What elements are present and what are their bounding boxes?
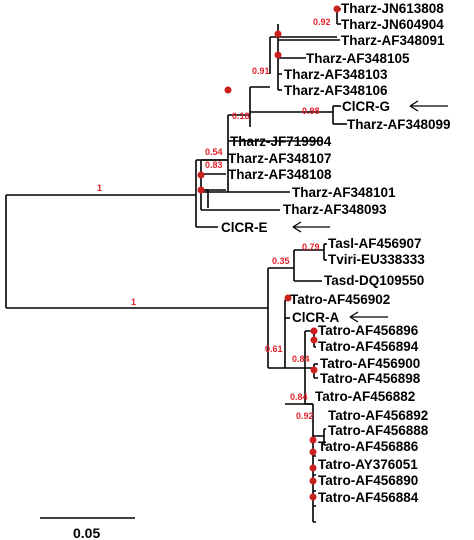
node-dot [310,366,318,374]
branch-subclade-091 [250,37,271,88]
node-dot [309,493,317,501]
node-dot [333,5,341,13]
leaf-label: Tatro-AY376051 [318,457,418,472]
branch-subclade-098 [250,106,334,124]
support-value: 0.92 [313,17,331,27]
support-value: 1 [97,183,102,193]
branch-subclade-061 [268,299,288,369]
branch-leaf-tatro-lower [313,455,316,523]
node-markers [197,5,341,501]
scale-bar-label: 0.05 [73,525,100,540]
leaf-label: Tviri-EU338333 [328,252,425,267]
node-dot [274,30,282,38]
support-value: 0.84 [290,392,308,402]
leaf-label: Tharz-AF348108 [228,167,332,182]
branch-lower-clade [6,268,269,368]
support-value: 0.84 [292,354,310,364]
node-dot [224,86,232,94]
branch-subclade-083 [200,159,228,210]
leaf-label: Tatro-AF456886 [318,439,419,454]
node-dot [310,327,318,335]
leaf-label: Tatro-AF456900 [320,356,420,371]
leaf-label: Tharz-AF348105 [306,51,410,66]
node-dot [197,186,205,194]
support-value: 1 [131,297,136,307]
leaf-label: ClCR-G [342,99,390,114]
leaf-label: Tharz-AF348107 [228,151,332,166]
leaf-label: Tatro-AF456896 [318,323,419,338]
leaf-label: Tatro-AF456884 [318,490,419,505]
node-dot [309,464,317,472]
support-value: 0.18 [232,111,250,121]
branch-subclade-092b [313,428,326,446]
support-value: 0.54 [205,147,223,157]
node-dot [309,436,317,444]
branch-upper-clade [6,160,197,227]
leaf-label: Tatro-AF456902 [290,292,390,307]
leaf-label: Tatro-AF456882 [315,389,415,404]
branch-subclade-018 [228,87,251,127]
node-dot [310,336,318,344]
leaf-label: ClCR-A [292,310,339,325]
clcr-arrows [292,100,448,323]
branch-subclade-079 [294,244,325,260]
leaf-label: Tasl-AF456907 [328,236,422,251]
leaf-label: Tharz-AF348099 [347,117,451,132]
leaf-labels: Tharz-JN613808 Tharz-JN604904 Tharz-AF34… [221,1,451,505]
support-value: 0.91 [252,66,270,76]
node-dot [274,51,282,59]
node-dot [197,171,205,179]
leaf-label: Tatro-AF456894 [318,339,419,354]
leaf-label: Tharz-AF348106 [284,83,388,98]
leaf-label: Tharz-JN613808 [341,1,444,16]
support-value: 0.79 [302,242,320,252]
arrow-icon [409,100,448,112]
node-dot [309,477,317,485]
leaf-label: Tasd-DQ109550 [324,273,424,288]
support-value: 0.61 [265,344,283,354]
leaf-label: Tharz-JF719904 [230,134,332,149]
support-value: 0.35 [272,256,290,266]
leaf-label: Tharz-AF348093 [283,202,387,217]
branch-subclade-084c [285,403,314,522]
support-value: 0.83 [205,160,223,170]
node-dot [284,294,292,302]
arrow-icon [349,311,388,323]
scale-bar: 0.05 [40,517,135,540]
node-dot [309,448,317,456]
leaf-label: Tatro-AF456888 [328,423,429,438]
support-values: 1 0.54 0.18 0.91 0.92 0.98 0.83 1 0.35 0… [97,17,331,421]
support-value: 0.92 [296,411,314,421]
leaf-label: Tatro-AF456898 [320,371,421,386]
arrow-icon [292,221,330,233]
leaf-label: Tatro-AF456892 [328,408,428,423]
leaf-label: Tatro-AF456890 [318,473,418,488]
leaf-label: Tharz-JN604904 [341,17,444,32]
leaf-label: Tharz-AF348103 [284,67,388,82]
leaf-label: Tharz-AF348091 [341,33,445,48]
leaf-label: Tharz-AF348101 [292,185,396,200]
branch-subclade-035 [268,250,295,281]
support-value: 0.98 [302,106,320,116]
leaf-label: ClCR-E [221,220,268,235]
